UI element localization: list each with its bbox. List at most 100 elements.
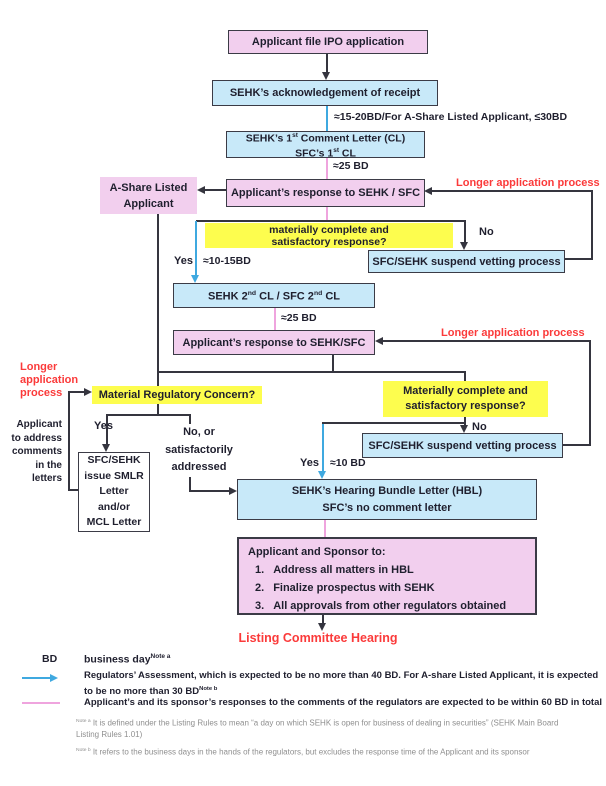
loop3-bottom (68, 489, 78, 491)
node-hearing-bundle-letter: SEHK’s Hearing Bundle Letter (HBL) SFC’s… (237, 479, 537, 520)
connector-q2-yes-blue (322, 424, 324, 473)
connector-yes3-down (106, 414, 108, 446)
node-suspend-vetting-2: SFC/SEHK suspend vetting process (362, 433, 563, 458)
arrowhead-no3-hbl (229, 487, 237, 495)
task-item: 3.All approvals from other regulators ob… (255, 600, 507, 612)
legend-applicant-responses: Applicant’s and its sponsor’s responses … (84, 697, 603, 708)
connector-ipo-ack (326, 54, 328, 74)
connector-q1-yes-blue (195, 221, 197, 277)
connector-q1-split (196, 220, 466, 222)
node-label-line2: SFC’s 1st CL (295, 146, 356, 160)
label-yes-1: Yes (174, 255, 193, 267)
arrowhead-resp1-ashare (197, 186, 205, 194)
connector-q3-down (157, 404, 159, 416)
label-time-25bd-1: ≈25 BD (333, 160, 369, 172)
task-item: 1.Address all matters in HBL (255, 564, 414, 576)
node-label: Material Regulatory Concern? (98, 389, 256, 401)
arrowhead-q2-yes-hbl (318, 471, 326, 479)
label-longer-application-process-2: Longer application process (441, 327, 585, 339)
loop1-top (431, 190, 593, 192)
connector-cl1-resp1-pink (326, 157, 328, 179)
node-applicant-response-2: Applicant’s response to SEHK/SFC (173, 330, 375, 355)
loop1-bottom (565, 258, 593, 260)
connector-no3-horizontal (189, 490, 230, 492)
legend-regulators-assessment-line1: Regulators’ Assessment, which is expecte… (84, 670, 599, 681)
node-label: Applicant file IPO application (251, 36, 405, 48)
arrowhead-loop2-resp2 (375, 337, 383, 345)
legend-regulators-assessment-line2: to be no more than 30 BDNote b (84, 686, 218, 698)
node-question-materially-complete-2: Materially complete and satisfactory res… (383, 381, 548, 417)
label-longer-application-process-3: Longer application process (20, 361, 79, 399)
node-label: Applicant’s response to SEHK / SFC (230, 187, 421, 199)
connector-ashare-down (157, 213, 159, 387)
node-applicant-response-1: Applicant’s response to SEHK / SFC (226, 179, 425, 207)
label-no-satisfactorily-addressed: No, or satisfactorily addressed (158, 424, 240, 477)
node-label-line1: SEHK’s Hearing Bundle Letter (HBL) (291, 484, 483, 497)
loop2-bottom (563, 444, 591, 446)
label-longer-application-process-1: Longer application process (456, 177, 600, 189)
node-label: SFC/SEHK suspend vetting process (372, 255, 561, 268)
arrowhead-loop3-q3 (84, 388, 92, 396)
node-a-share-listed-applicant: A-Share Listed Applicant (100, 177, 197, 214)
connector-resp1-q1-pink (326, 207, 328, 221)
node-applicant-sponsor-tasks: Applicant and Sponsor to: 1.Address all … (237, 537, 537, 615)
node-smlr-mcl-letter: SFC/SEHK issue SMLR Letter and/or MCL Le… (78, 452, 150, 532)
tasks-title: Applicant and Sponsor to: (248, 546, 386, 558)
footnote-b: Note b It refers to the business days in… (76, 747, 530, 757)
loop1-vertical (591, 191, 593, 260)
loop2-vertical (589, 341, 591, 446)
node-label-line1: materially complete and (269, 223, 389, 236)
arrowhead-yes3-smlr (102, 444, 110, 452)
node-label-line4: and/or (97, 500, 131, 513)
label-yes-3: Yes (94, 420, 113, 432)
node-label: SFC/SEHK suspend vetting process (368, 439, 557, 452)
legend-pink-line (22, 702, 60, 704)
connector-ack-cl1-blue (326, 106, 328, 132)
connector-q1-no (464, 221, 466, 244)
node-second-comment-letter: SEHK 2nd CL / SFC 2nd CL (173, 283, 375, 308)
label-time-25bd-2: ≈25 BD (281, 312, 317, 324)
node-label-line1: Materially complete and (403, 385, 528, 397)
loop2-top (382, 340, 591, 342)
node-label: SEHK’s acknowledgement of receipt (229, 87, 421, 99)
arrowhead-ipo-ack (322, 72, 330, 80)
node-sehk-acknowledgement: SEHK’s acknowledgement of receipt (212, 80, 438, 106)
legend-blue-arrow (22, 677, 52, 679)
node-label-line5: MCL Letter (86, 516, 142, 529)
node-suspend-vetting-1: SFC/SEHK suspend vetting process (368, 250, 565, 273)
label-no-2: No (472, 421, 487, 433)
task-item: 2.Finalize prospectus with SEHK (255, 582, 435, 594)
connector-hbl-final-pink (324, 520, 326, 537)
loop3-vertical (68, 392, 70, 491)
legend-blue-arrowhead (50, 674, 58, 682)
node-label-line2: SFC’s no comment letter (322, 501, 452, 514)
node-question-material-regulatory-concern: Material Regulatory Concern? (92, 386, 262, 404)
label-time-10bd: ≈10 BD (330, 457, 366, 469)
arrowhead-final-listing (318, 623, 326, 631)
arrowhead-loop1-resp1 (424, 187, 432, 195)
node-label-line1: A-Share Listed (109, 181, 188, 194)
node-label-line3: Letter (99, 485, 129, 498)
connector-final-listing (322, 615, 324, 625)
loop3-top (68, 391, 85, 393)
arrowhead-q2-no (460, 425, 468, 433)
connector-resp1-ashare (204, 189, 226, 191)
listing-committee-hearing-title: Listing Committee Hearing (238, 631, 398, 645)
label-yes-2: Yes (300, 457, 319, 469)
connector-q2-yes-horizontal (322, 422, 466, 424)
node-label: SEHK 2nd CL / SFC 2nd CL (207, 290, 340, 303)
node-label-line2: satisfactory response? (271, 235, 387, 248)
connector-mid-horizontal (157, 371, 466, 373)
node-label: Applicant’s response to SEHK/SFC (182, 336, 366, 349)
node-label-line1: SFC/SEHK (87, 454, 141, 467)
connector-resp2-down (332, 355, 334, 373)
connector-q3-split (106, 414, 191, 416)
connector-cl2-resp2-pink (274, 308, 276, 330)
node-label-line2: satisfactory response? (405, 400, 526, 412)
legend-bd-abbr: BD (42, 653, 58, 665)
footnote-a: Note a It is defined under the Listing R… (76, 718, 559, 740)
node-applicant-file-ipo: Applicant file IPO application (228, 30, 428, 54)
node-label-line2: Applicant (123, 197, 174, 210)
arrowhead-q1-yes (191, 275, 199, 283)
